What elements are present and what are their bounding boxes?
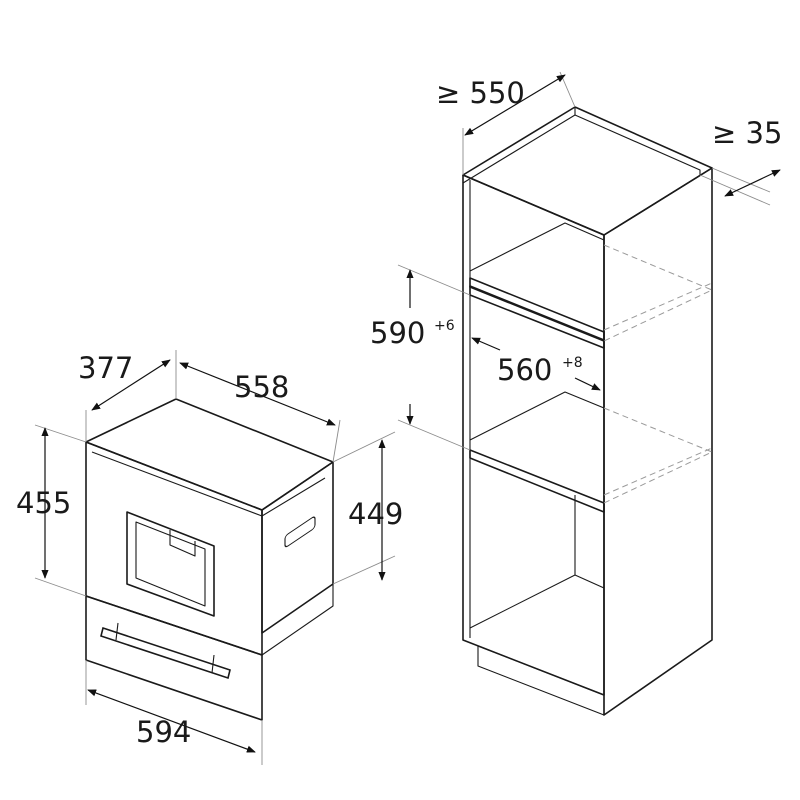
label-niche-height-tolerance: +6: [434, 318, 455, 334]
label-niche-width-tolerance: +8: [562, 355, 583, 371]
hidden-line-lower-2: [603, 447, 713, 496]
arrow-560-left: [471, 337, 501, 351]
label-height-455: 455: [16, 486, 71, 520]
machine-top-face: [85, 398, 334, 511]
drawer-handle: [100, 626, 231, 680]
arrow-594: [87, 689, 256, 753]
ext-558: [332, 419, 341, 463]
hidden-line-upper-2: [603, 282, 713, 331]
lower-compartment-back: [469, 495, 576, 629]
arrow-35: [724, 169, 781, 197]
ext-590-b: [397, 419, 471, 451]
coffee-outlet-niche: [126, 511, 215, 617]
label-min-clearance-35: ≥ 35: [712, 116, 782, 150]
upper-compartment-back: [469, 222, 605, 272]
ext-590-a: [397, 264, 471, 296]
machine-side-face: [261, 461, 334, 634]
arrow-377: [91, 359, 171, 411]
label-width-558: 558: [234, 370, 289, 404]
coffee-machine-drawing: [85, 398, 334, 721]
coffee-outlet-niche-inner: [135, 521, 206, 607]
label-depth-377: 377: [78, 351, 133, 385]
hidden-line-lower: [603, 407, 714, 504]
label-niche-height-590: 590: [370, 316, 425, 350]
cabinet-top-face: [462, 106, 713, 236]
ext-455-a: [34, 424, 87, 443]
arrow-550: [464, 74, 566, 136]
machine-front-face: [85, 441, 263, 656]
niche-top-shelf: [469, 285, 605, 349]
niche-back-edge: [469, 391, 605, 441]
hidden-line-upper: [603, 244, 714, 342]
cabinet-top-rim: [462, 114, 701, 184]
warming-drawer-top: [85, 584, 334, 656]
ext-449-a: [332, 431, 396, 463]
dimension-labels: 377 558 455 449 594 ≥ 550 ≥ 35 590 +6 56…: [16, 76, 782, 749]
cabinet-side-panel: [603, 167, 713, 716]
drawer-handle-ends: [115, 622, 119, 641]
label-width-594: 594: [136, 715, 191, 749]
lower-compartment-floor: [574, 574, 605, 589]
niche-bottom-shelf: [469, 449, 605, 513]
label-height-449: 449: [348, 497, 403, 531]
ext-449-b: [332, 555, 396, 585]
tall-cabinet-drawing: [462, 106, 714, 716]
arrow-558: [179, 362, 336, 426]
side-handle-slot: [284, 516, 316, 548]
arrow-560-right: [574, 377, 601, 391]
label-niche-width-560: 560: [497, 353, 552, 387]
cabinet-front-frame: [462, 174, 605, 696]
drawer-handle-end-right: [211, 654, 215, 674]
ext-455-b: [34, 577, 87, 597]
dimension-lines: [34, 71, 781, 765]
label-min-depth-550: ≥ 550: [436, 76, 525, 110]
cabinet-plinth: [477, 645, 605, 716]
coffee-spout: [169, 530, 196, 557]
upper-shelf: [469, 277, 605, 342]
machine-front-top-edge: [91, 451, 326, 517]
